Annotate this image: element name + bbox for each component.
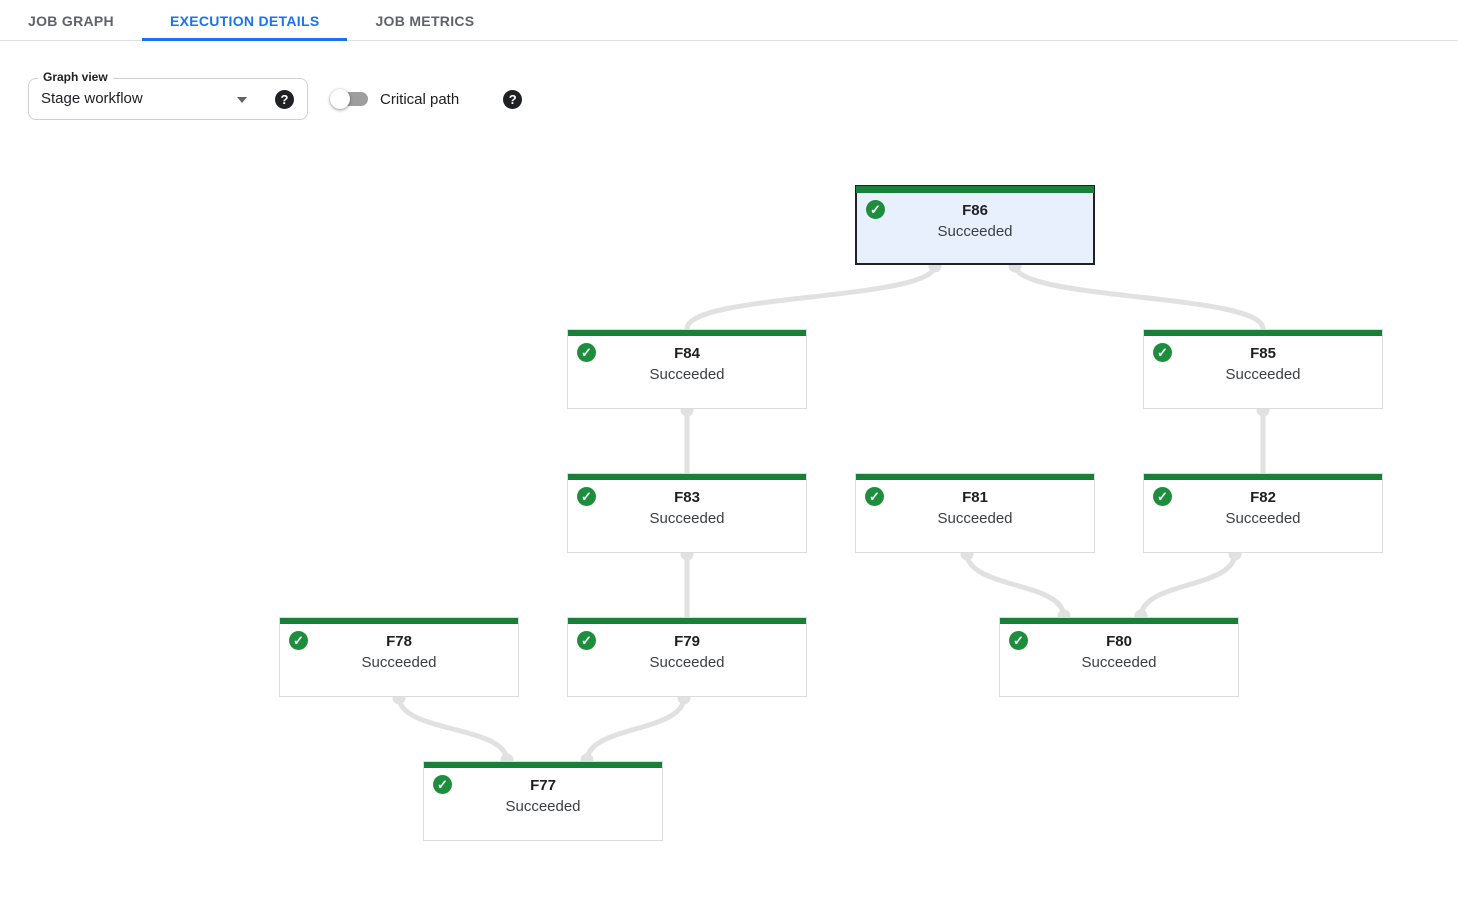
success-check-icon: ✓ (289, 631, 308, 650)
tab-execution-details[interactable]: EXECUTION DETAILS (141, 0, 348, 41)
stage-status: Succeeded (649, 366, 725, 383)
stage-title: F77 (530, 777, 556, 794)
critical-path-control: Critical path ? (330, 78, 523, 120)
stage-status-bar (568, 618, 806, 624)
stage-status-bar (424, 762, 662, 768)
graph-view-help-icon[interactable]: ? (275, 90, 294, 109)
stage-status-bar (856, 186, 1094, 193)
stage-status: Succeeded (937, 510, 1013, 527)
stage-title: F85 (1250, 345, 1276, 362)
graph-view-label: Graph view (38, 70, 113, 84)
tab-bar: JOB GRAPH EXECUTION DETAILS JOB METRICS (0, 0, 1458, 41)
success-check-icon: ✓ (577, 487, 596, 506)
success-check-icon: ✓ (1153, 343, 1172, 362)
stage-title: F86 (962, 202, 988, 219)
stage-title: F78 (386, 633, 412, 650)
success-check-icon: ✓ (1009, 631, 1028, 650)
stage-status: Succeeded (649, 654, 725, 671)
edge-F86-F84 (684, 262, 938, 332)
stage-status: Succeeded (1081, 654, 1157, 671)
success-check-icon: ✓ (865, 487, 884, 506)
stage-status-bar (856, 474, 1094, 480)
stage-status-bar (1000, 618, 1238, 624)
stage-title: F82 (1250, 489, 1276, 506)
edge-F86-F85 (1012, 262, 1266, 332)
stage-status-bar (568, 474, 806, 480)
success-check-icon: ✓ (866, 200, 885, 219)
stage-status-bar (1144, 330, 1382, 336)
edge-F82-F80 (1138, 550, 1238, 620)
edge-F81-F80 (964, 550, 1067, 620)
success-check-icon: ✓ (577, 631, 596, 650)
success-check-icon: ✓ (1153, 487, 1172, 506)
tab-job-metrics[interactable]: JOB METRICS (375, 12, 475, 29)
stage-status: Succeeded (1225, 366, 1301, 383)
critical-path-help-icon[interactable]: ? (503, 89, 523, 109)
stage-status-bar (280, 618, 518, 624)
edge-F78-F77 (396, 694, 510, 764)
stage-status: Succeeded (937, 223, 1013, 240)
chevron-down-icon (237, 97, 247, 103)
stage-status-bar (568, 330, 806, 336)
graph-view-select[interactable]: Graph view Stage workflow ? (28, 70, 308, 120)
toggle-knob (330, 89, 350, 109)
critical-path-label: Critical path (380, 90, 460, 108)
graph-view-value: Stage workflow (41, 90, 143, 107)
stage-title: F83 (674, 489, 700, 506)
stage-status: Succeeded (361, 654, 437, 671)
edge-F79-F77 (584, 694, 687, 764)
stage-title: F81 (962, 489, 988, 506)
stage-status-bar (1144, 474, 1382, 480)
stage-status: Succeeded (1225, 510, 1301, 527)
stage-status: Succeeded (649, 510, 725, 527)
stage-title: F80 (1106, 633, 1132, 650)
critical-path-toggle[interactable] (330, 89, 368, 109)
stage-title: F79 (674, 633, 700, 650)
stage-status: Succeeded (505, 798, 581, 815)
stage-title: F84 (674, 345, 700, 362)
success-check-icon: ✓ (433, 775, 452, 794)
success-check-icon: ✓ (577, 343, 596, 362)
tab-job-graph[interactable]: JOB GRAPH (28, 12, 114, 29)
